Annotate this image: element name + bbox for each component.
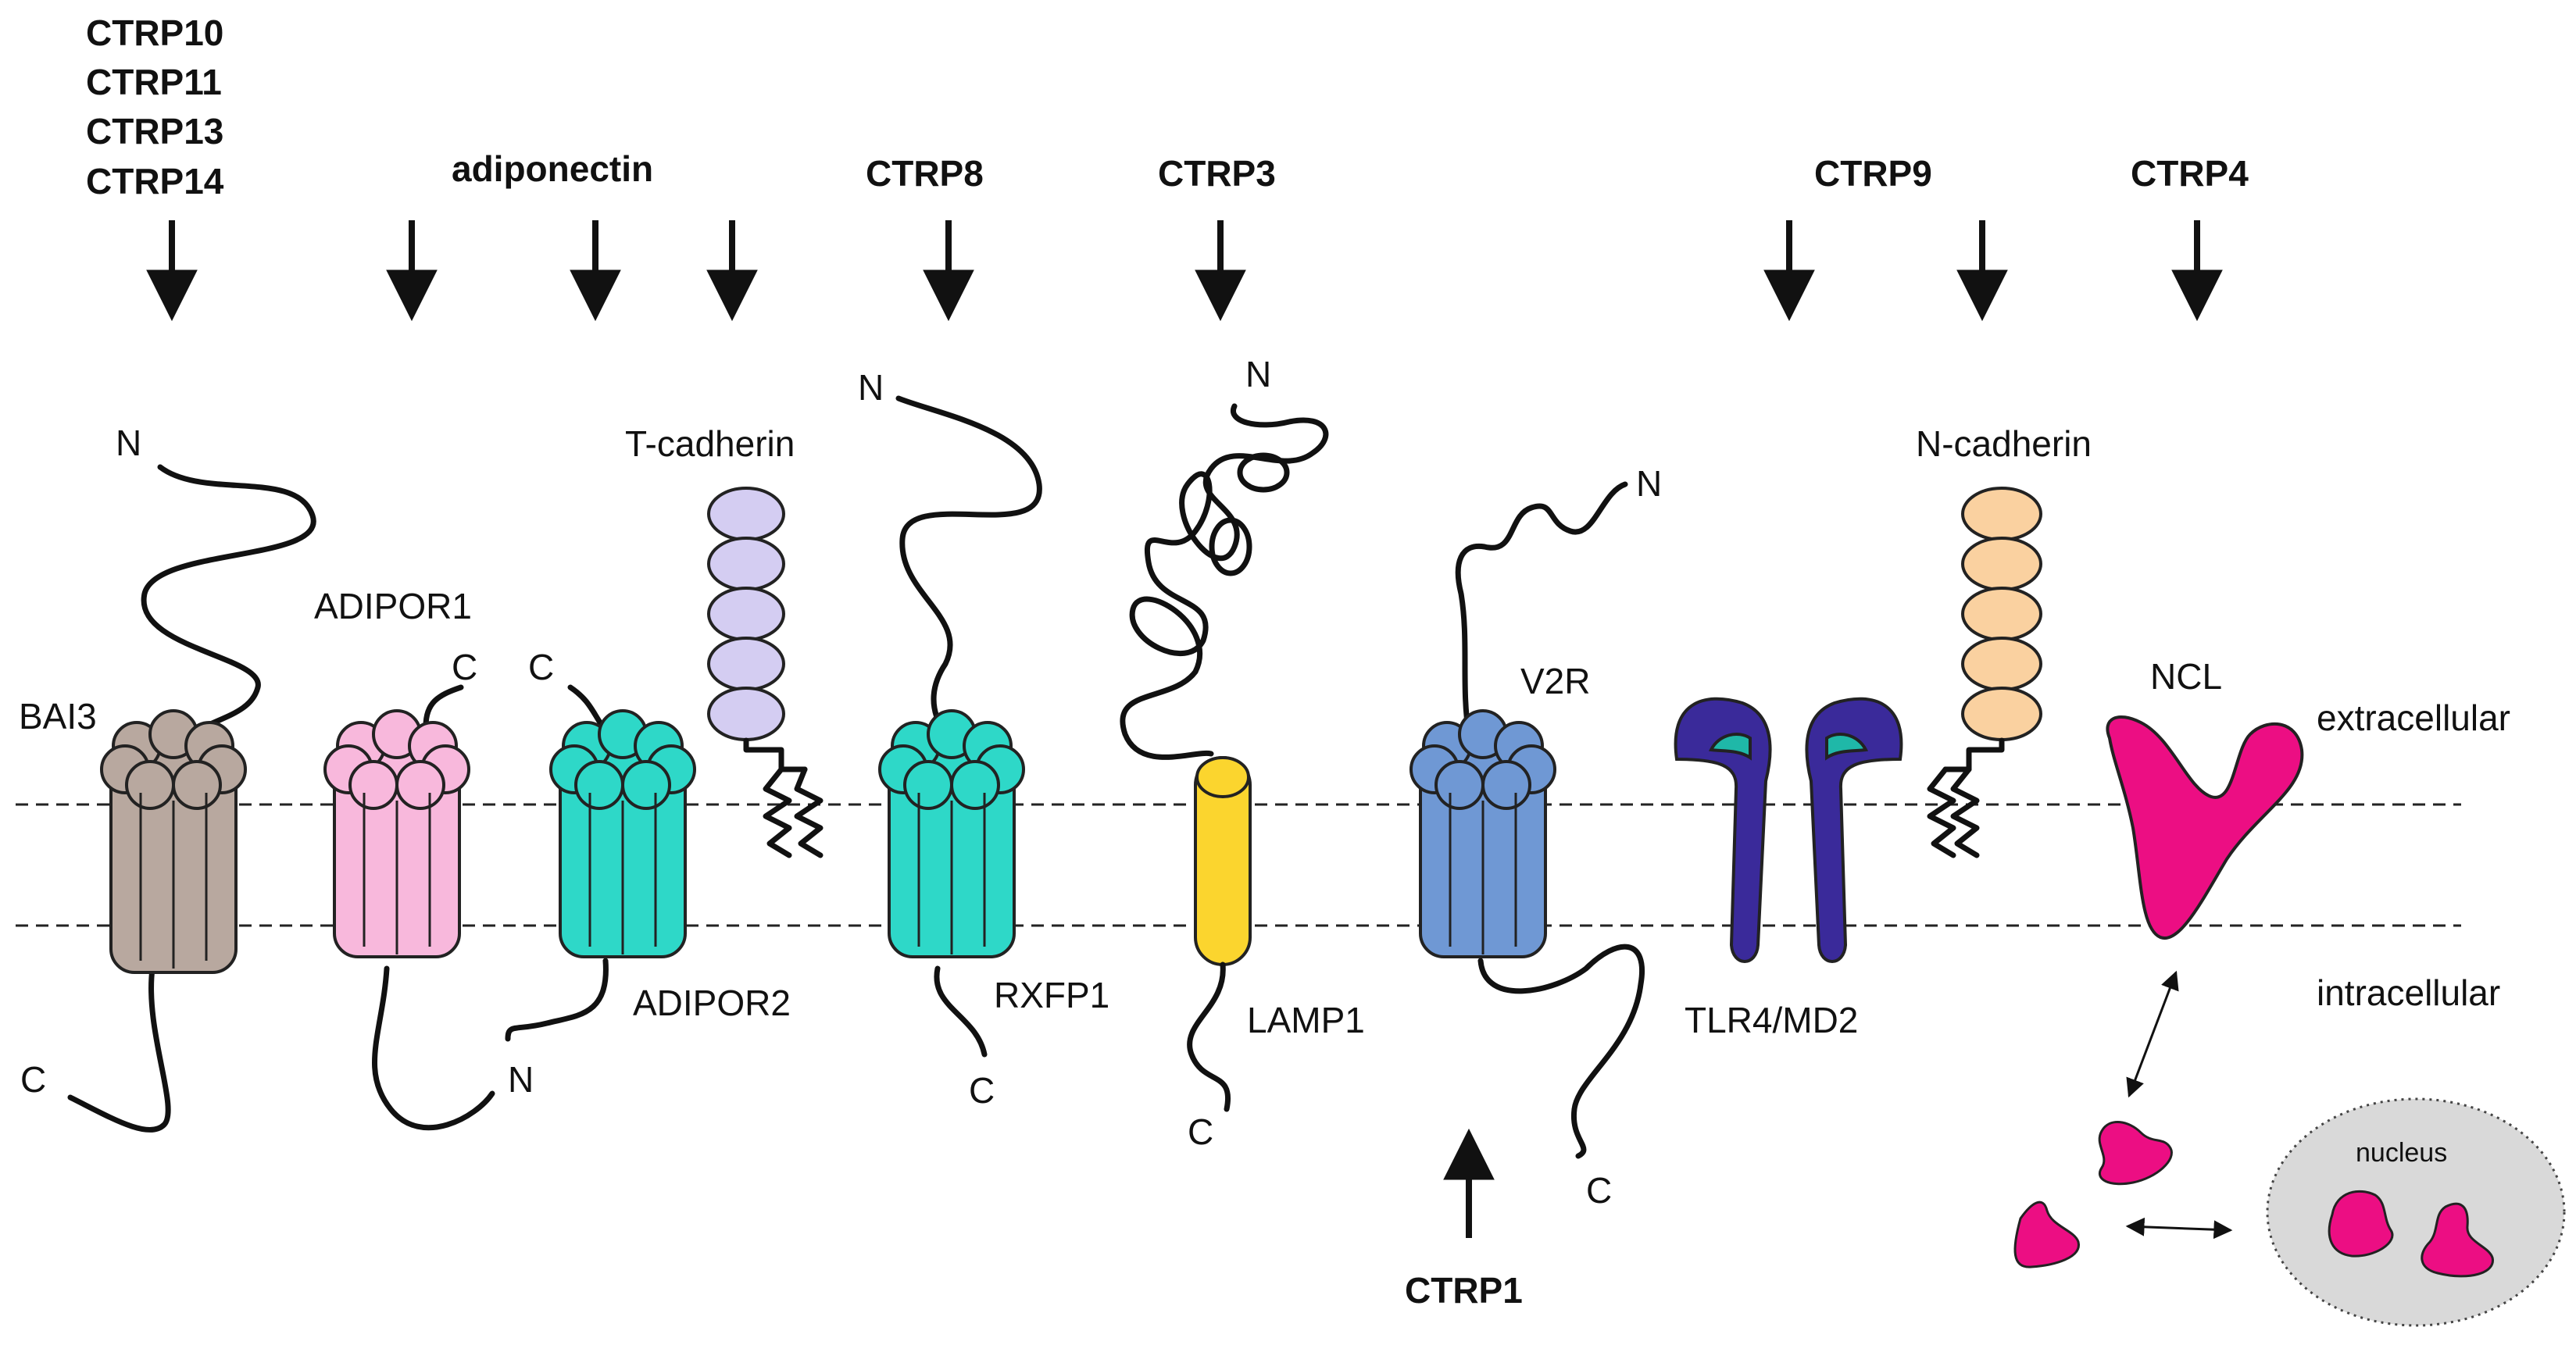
v2r-c-terminus: C xyxy=(1586,1170,1612,1211)
ncl-nuclear-copy xyxy=(2328,1190,2394,1258)
rxfp1-c-terminus: C xyxy=(969,1070,995,1111)
arrow-down-icon xyxy=(2171,220,2223,322)
adipor1-n-terminus: N xyxy=(508,1059,534,1100)
nucleus-label: nucleus xyxy=(2356,1138,2447,1168)
lamp1-label: LAMP1 xyxy=(1247,1000,1365,1040)
rxfp1-n-terminus: N xyxy=(858,367,884,408)
n-cadherin-receptor: N-cadherin xyxy=(1916,423,2092,858)
lamp1-c-terminus: C xyxy=(1188,1111,1213,1152)
ligand-ctrp3-label: CTRP3 xyxy=(1158,153,1276,194)
arrow-down-icon xyxy=(570,220,621,322)
bai3-receptor: BAI3 N C xyxy=(19,423,316,1133)
ncl-nuclear-copy xyxy=(2421,1202,2494,1278)
ligand-bai3-group: CTRP10 CTRP11 CTRP13 CTRP14 xyxy=(86,12,224,202)
extracellular-label: extracellular xyxy=(2317,697,2510,738)
adipor1-label: ADIPOR1 xyxy=(314,586,472,626)
double-arrow-icon xyxy=(2126,970,2179,1098)
arrow-down-icon xyxy=(706,220,758,322)
ligand-ctrp13-label: CTRP13 xyxy=(86,111,223,152)
adipor1-c-terminus: C xyxy=(452,647,477,687)
arrow-down-icon xyxy=(146,220,198,322)
arrow-down-icon xyxy=(1195,220,1246,322)
ncl-receptor: NCL xyxy=(2013,656,2304,1268)
tlr4-md2-label: TLR4/MD2 xyxy=(1685,1000,1858,1040)
tlr4-md2-receptor: TLR4/MD2 xyxy=(1674,697,1903,1040)
nucleus: nucleus xyxy=(2266,1097,2566,1327)
v2r-receptor: V2R N C xyxy=(1409,463,1662,1211)
ncl-label: NCL xyxy=(2150,656,2222,697)
v2r-label: V2R xyxy=(1520,661,1590,701)
arrow-up-icon xyxy=(1443,1128,1495,1238)
rxfp1-receptor: RXFP1 N C xyxy=(858,367,1109,1111)
ncl-cytoplasmic-copy xyxy=(2098,1120,2173,1186)
n-cadherin-label: N-cadherin xyxy=(1916,423,2092,464)
v2r-n-terminus: N xyxy=(1636,463,1662,504)
adipor2-label: ADIPOR2 xyxy=(633,983,791,1023)
ligand-ctrp4-label: CTRP4 xyxy=(2131,153,2249,194)
ligand-adiponectin-label: adiponectin xyxy=(452,148,653,189)
adipor2-receptor: ADIPOR2 C xyxy=(505,647,791,1042)
bai3-n-terminus: N xyxy=(116,423,141,463)
ligand-ctrp1-label: CTRP1 xyxy=(1405,1270,1523,1311)
bai3-c-terminus: C xyxy=(20,1059,46,1100)
adipor1-receptor: ADIPOR1 C N xyxy=(314,586,534,1131)
t-cadherin-receptor: T-cadherin xyxy=(625,423,824,858)
binding-arrows xyxy=(146,220,2223,1238)
ligand-ctrp10-label: CTRP10 xyxy=(86,12,223,53)
ligand-ctrp8-label: CTRP8 xyxy=(866,153,984,194)
arrow-down-icon xyxy=(386,220,438,322)
ligand-ctrp14-label: CTRP14 xyxy=(86,161,224,202)
intracellular-label: intracellular xyxy=(2317,972,2500,1013)
rxfp1-label: RXFP1 xyxy=(994,975,1109,1015)
bai3-label: BAI3 xyxy=(19,696,97,737)
adipor2-c-terminus: C xyxy=(528,647,554,687)
ligand-ctrp11-label: CTRP11 xyxy=(86,62,222,102)
arrow-down-icon xyxy=(1956,220,2008,322)
t-cadherin-label: T-cadherin xyxy=(625,423,795,464)
arrow-down-icon xyxy=(923,220,974,322)
lamp1-receptor: LAMP1 N C xyxy=(1120,354,1365,1152)
arrow-down-icon xyxy=(1763,220,1815,322)
ncl-cytoplasmic-copy xyxy=(2013,1201,2080,1268)
double-arrow-icon xyxy=(2125,1217,2233,1240)
lamp1-n-terminus: N xyxy=(1245,354,1271,394)
ligand-ctrp9-label: CTRP9 xyxy=(1814,153,1932,194)
